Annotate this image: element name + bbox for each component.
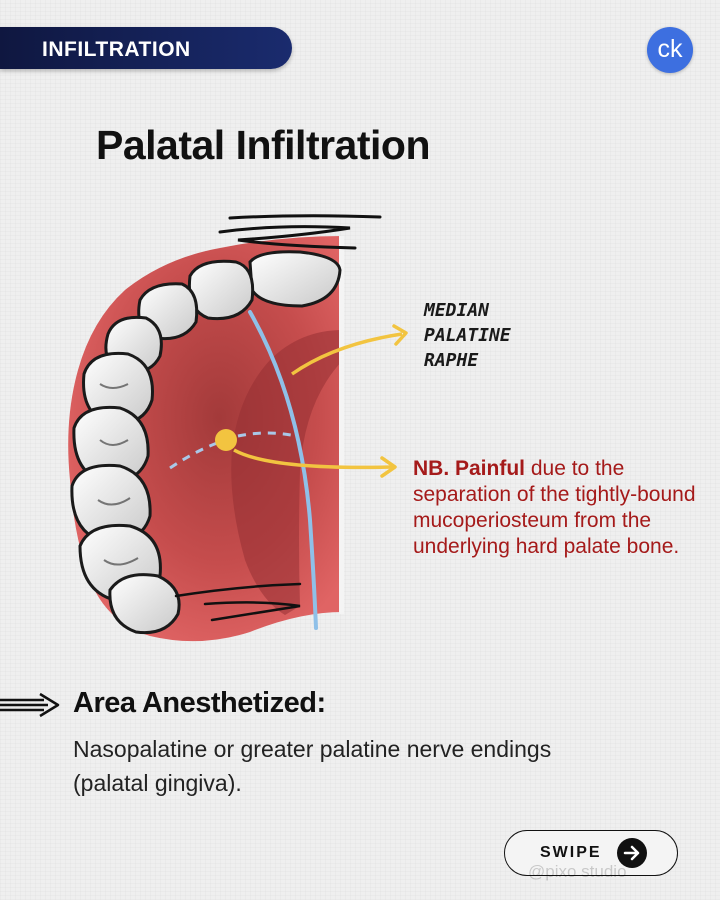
arrow-right-icon <box>0 692 60 718</box>
palate-illustration <box>68 214 408 642</box>
raphe-label-line2: PALATINE <box>424 325 511 346</box>
teeth <box>70 250 342 635</box>
raphe-line <box>248 310 318 630</box>
top-scribble <box>218 214 382 250</box>
raphe-label: MEDIAN PALATINE RAPHE <box>424 298 511 373</box>
raphe-pointer-arrow <box>290 332 403 376</box>
area-anesthetized-title: Area Anesthetized: <box>73 687 326 719</box>
category-tag: INFILTRATION <box>0 27 292 69</box>
note-text: due to the separation of the tightly-bou… <box>413 457 696 558</box>
swipe-button[interactable]: SWIPE <box>504 830 678 876</box>
clinical-note: NB. Painful due to the separation of the… <box>413 456 708 560</box>
palate-vault <box>231 330 343 615</box>
brand-logo[interactable]: ck <box>647 27 693 73</box>
injection-point <box>215 429 237 451</box>
watermark: @pixo studio <box>528 862 627 881</box>
area-anesthetized-body: Nasopalatine or greater palatine nerve e… <box>73 736 552 796</box>
page-title: Palatal Infiltration <box>96 122 431 168</box>
arrow-right-icon <box>617 838 647 868</box>
raphe-label-line3: RAPHE <box>424 350 479 371</box>
swipe-label: SWIPE <box>540 844 602 861</box>
note-pointer-arrow <box>233 448 393 470</box>
injection-dash-line <box>169 431 297 470</box>
palate-cut-edge <box>339 236 344 614</box>
note-prefix: NB. Painful <box>413 457 526 480</box>
bottom-scribble <box>174 582 302 622</box>
category-tag-label: INFILTRATION <box>42 38 191 61</box>
raphe-label-line1: MEDIAN <box>424 300 490 321</box>
